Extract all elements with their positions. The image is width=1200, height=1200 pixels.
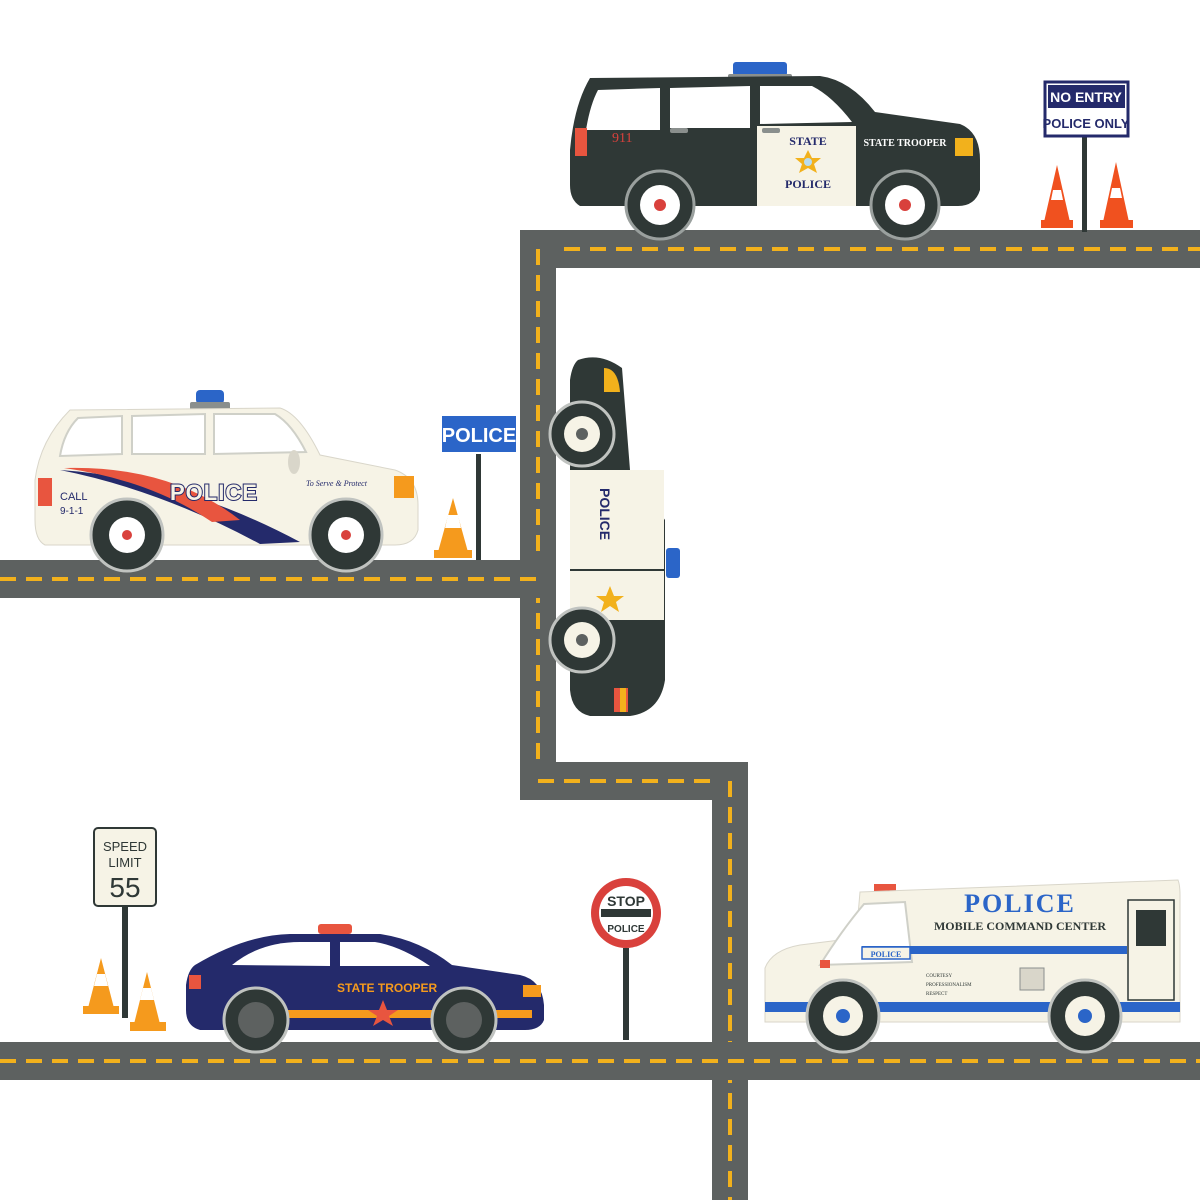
truck-title: POLICE [964,889,1076,918]
sheriff-star-icon [795,150,821,173]
patrol-text: POLICE [597,488,613,540]
value-respect: RESPECT [926,992,947,997]
head-light [394,476,414,498]
stop-line2: POLICE [607,924,645,935]
sheriff-star-icon [596,586,624,612]
value-courtesy: COURTESY [926,974,952,979]
traffic-cone-icon [1041,165,1073,228]
state-police-suv: 911 STATE POLICE STATE TROOPER [570,62,980,241]
truck-subtitle: MOBILE COMMAND CENTER [934,919,1106,933]
side-text: STATE TROOPER [863,138,947,149]
wheel-top [548,400,616,468]
stop-police-sign: STOP POLICE [591,878,661,1040]
trooper-text: STATE TROOPER [337,981,438,995]
mobile-command-truck: POLICE MOBILE COMMAND CENTER POLICE COUR… [764,879,1181,1054]
unit-number: 911 [612,131,632,146]
police-logo: POLICE [170,480,258,505]
police-sign-text: POLICE [442,425,516,447]
door-text-state: STATE [789,134,827,148]
road-top [520,230,1200,268]
traffic-cone-icon [130,972,166,1031]
side-mirror [288,450,300,474]
wheel-rear [222,986,290,1054]
tail-light [189,975,201,989]
stripe [862,946,1127,954]
siren-light [733,62,787,76]
road-vertical-left [520,230,556,800]
siren-light [666,548,680,578]
speed-limit-sign: SPEED LIMIT 55 [93,827,157,1018]
police-sign: POLICE [440,414,518,560]
head-light [955,138,973,156]
body-panel [570,470,664,620]
head-light [523,985,541,997]
speed-value: 55 [109,872,140,903]
patrol-car-topdown: POLICE [548,357,680,716]
head-light [604,368,620,392]
siren-light [318,924,352,934]
state-trooper-car: STATE TROOPER [186,924,544,1054]
wheel-bottom [548,606,616,674]
wheel-front [869,169,941,241]
speed-line2: LIMIT [108,855,141,870]
call-line1: CALL [60,491,88,503]
tail-light [38,478,52,506]
traffic-cone-icon [83,958,119,1014]
road-middle-left [0,560,556,598]
lower-stripe [765,1002,1180,1012]
traffic-cone-icon [1100,162,1133,228]
siren-light [196,390,224,404]
swoosh-red [64,467,240,522]
call-line2: 9-1-1 [60,506,84,517]
door-text-police: POLICE [785,177,831,191]
motto-text: To Serve & Protect [306,479,368,488]
no-entry-line1: NO ENTRY [1050,89,1122,105]
wheel-front [308,497,384,573]
wheel-rear [89,497,165,573]
wheel-rear [624,169,696,241]
tail-light [575,128,587,156]
no-entry-line2: POLICE ONLY [1043,116,1130,131]
road-step [520,762,748,800]
wheel-front [430,986,498,1054]
swoosh-navy [60,470,300,544]
star-icon [368,1000,398,1026]
wheel-rear [1047,978,1123,1054]
police-suv-white: POLICE To Serve & Protect CALL 9-1-1 [34,390,419,573]
wheel-front [805,978,881,1054]
road-bottom [0,1042,1200,1080]
value-professionalism: PROFESSIONALISM [926,983,972,988]
stop-line1: STOP [607,893,645,909]
traffic-cone-icon [434,498,472,558]
road-network [0,230,1200,1200]
side-badge: POLICE [871,950,902,959]
no-entry-sign: NO ENTRY POLICE ONLY [1043,80,1130,232]
road-vertical-right [712,762,748,1200]
speed-line1: SPEED [103,839,147,854]
